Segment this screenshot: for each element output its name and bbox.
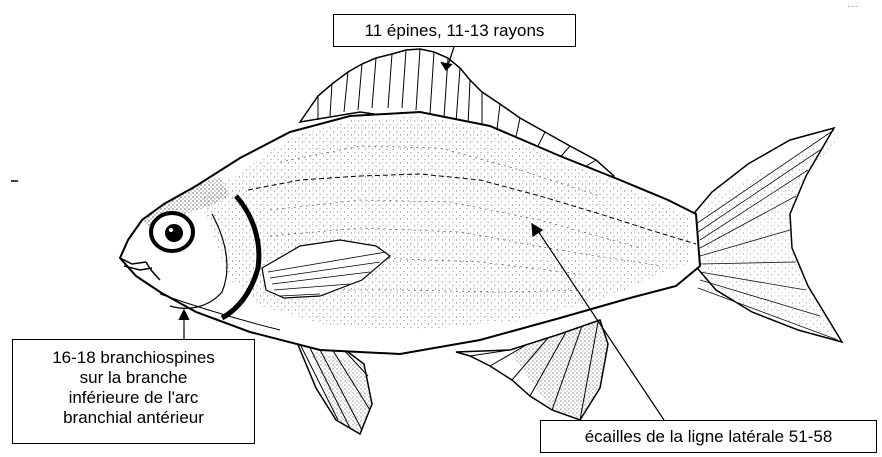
gill-rakers-label: 16-18 branchiospines sur la branche infé… bbox=[12, 339, 255, 444]
stray-mark-top: - - - bbox=[848, 4, 857, 10]
gill-rakers-line-2: sur la branche bbox=[17, 368, 250, 388]
eye bbox=[151, 213, 193, 251]
pelvic-fin bbox=[296, 340, 372, 434]
dorsal-fin-label: 11 épines, 11-13 rayons bbox=[333, 14, 576, 47]
gill-rakers-line-1: 16-18 branchiospines bbox=[17, 348, 250, 368]
lateral-line-label: écailles de la ligne latérale 51-58 bbox=[540, 420, 877, 453]
gill-rakers-line-3: inférieure de l'arc bbox=[17, 388, 250, 408]
caudal-fin bbox=[690, 128, 842, 342]
fish-body bbox=[120, 112, 700, 354]
gill-arrowhead bbox=[179, 310, 189, 320]
gill-rakers-line-4: branchial antérieur bbox=[17, 408, 250, 428]
